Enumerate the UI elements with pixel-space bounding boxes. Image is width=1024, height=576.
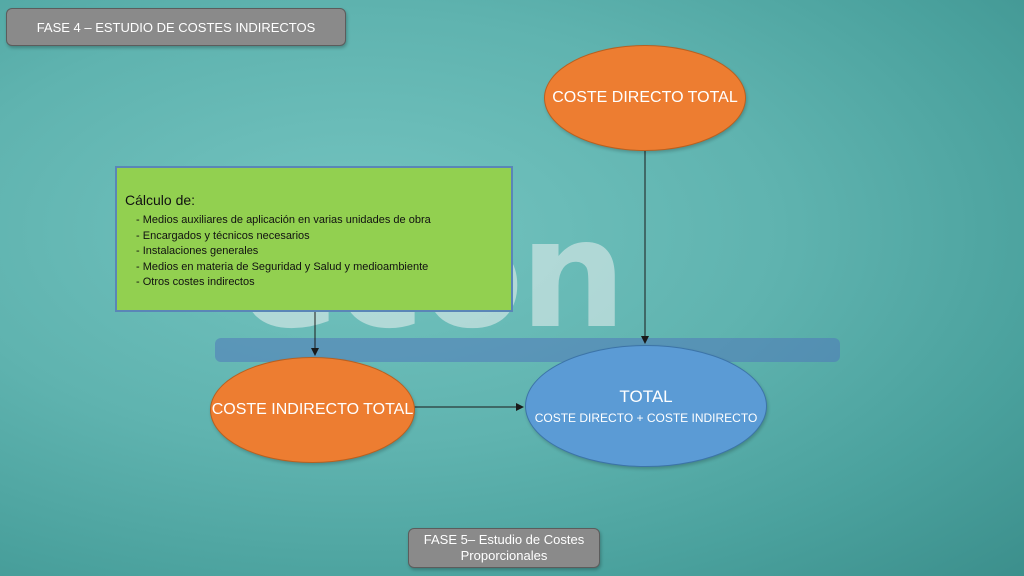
coste-directo-total-node: COSTE DIRECTO TOTAL	[544, 45, 746, 151]
calculo-item: Otros costes indirectos	[136, 275, 501, 291]
calculo-box: Cálculo de: Medios auxiliares de aplicac…	[115, 166, 513, 312]
total-title: TOTAL	[619, 387, 673, 406]
fase5-footer: FASE 5– Estudio de Costes Proporcionales	[408, 528, 600, 568]
fase4-label: FASE 4 – ESTUDIO DE COSTES INDIRECTOS	[36, 19, 316, 35]
fase5-line1: FASE 5– Estudio de Costes	[423, 532, 585, 547]
coste-directo-total-label: COSTE DIRECTO TOTAL	[552, 89, 738, 106]
total-node: TOTAL COSTE DIRECTO + COSTE INDIRECTO	[525, 345, 767, 467]
fase5-line2: Proporcionales	[460, 548, 548, 563]
calculo-item: Medios auxiliares de aplicación en varia…	[136, 213, 501, 229]
calculo-list: Medios auxiliares de aplicación en varia…	[125, 213, 501, 291]
calculo-item: Medios en materia de Seguridad y Salud y…	[136, 260, 501, 276]
calculo-item: Encargados y técnicos necesarios	[136, 229, 501, 245]
coste-indirecto-total-label: COSTE INDIRECTO TOTAL	[211, 401, 414, 418]
calculo-item: Instalaciones generales	[136, 244, 501, 260]
coste-indirecto-total-node: COSTE INDIRECTO TOTAL	[210, 357, 415, 463]
calculo-title: Cálculo de:	[125, 192, 196, 208]
total-subtitle: COSTE DIRECTO + COSTE INDIRECTO	[534, 411, 758, 425]
fase4-header: FASE 4 – ESTUDIO DE COSTES INDIRECTOS	[6, 8, 346, 46]
